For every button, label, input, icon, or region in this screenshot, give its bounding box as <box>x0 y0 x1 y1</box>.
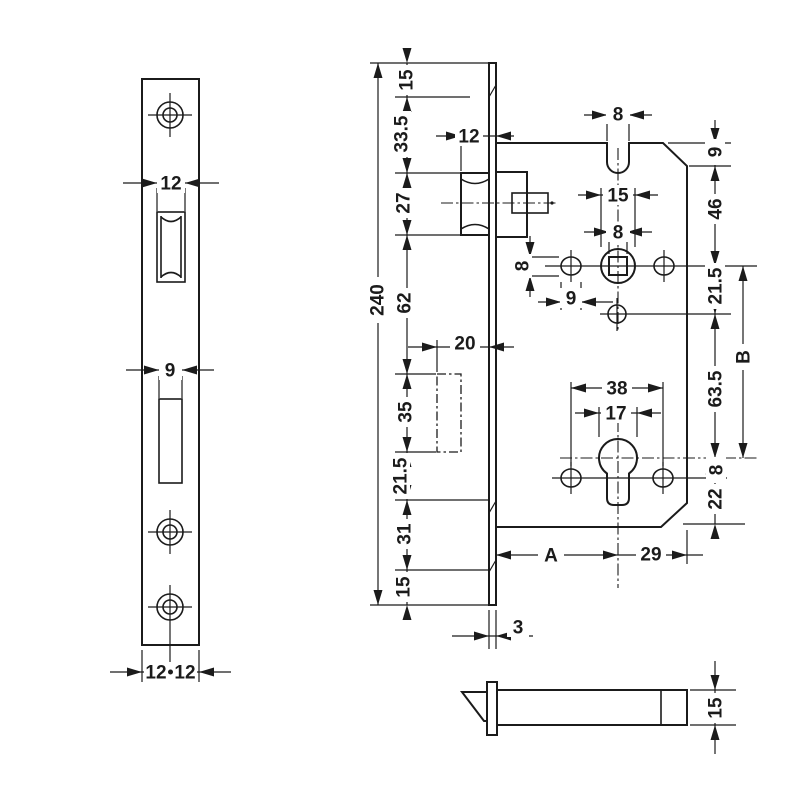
dim-label: 8 <box>513 261 534 272</box>
dim-cylinder-hole-span: 38 <box>570 378 664 466</box>
dim-oval-hole-height: 8 <box>512 236 559 297</box>
dim-label: 46 <box>706 198 727 219</box>
dim-label: 33.5 <box>392 115 413 152</box>
dim-latch-height: 15 <box>690 661 736 754</box>
dim-label: 8 <box>613 223 624 244</box>
dim-chain-right: 9 46 21.5 63.5 8 22 B <box>668 120 755 539</box>
lock-case-outline <box>495 142 688 528</box>
dim-label: 29 <box>640 545 661 566</box>
dim-label: 31 <box>395 523 416 545</box>
screw-hole-bottom <box>148 585 192 629</box>
faceplate-front-view: 12 9 12 12 <box>110 78 231 684</box>
dim-label: 8 <box>613 105 624 126</box>
dim-label: 38 <box>606 379 627 400</box>
latch-bevel <box>459 691 487 722</box>
dim-label: 63.5 <box>706 370 727 407</box>
dim-top-slot: 8 <box>584 104 652 141</box>
deadbolt-cutout <box>158 398 183 484</box>
dim-label: 15 <box>397 69 418 91</box>
dim-latch-cutout-width: 12 <box>123 173 219 211</box>
dim-label-overall-height: 240 <box>368 284 389 316</box>
dim-label: 8 <box>707 465 728 476</box>
dim-oval-hole-width: 9 <box>538 282 613 310</box>
latch-bolt-side-view: 15 <box>459 661 736 754</box>
dim-label: 9 <box>706 147 727 158</box>
dim-label: 15 <box>394 576 415 598</box>
fixing-hole-left <box>560 250 582 282</box>
dim-bolt-throw: 20 <box>408 333 514 372</box>
dim-latch-protrusion: 12 <box>436 126 514 171</box>
dim-label: 17 <box>605 404 626 425</box>
dim-label: 12 <box>160 174 181 195</box>
latch-bolt <box>441 171 556 238</box>
dim-label: 3 <box>513 618 524 639</box>
dim-label: 22 <box>706 488 727 509</box>
dim-bolt-cutout-width: 9 <box>126 360 214 398</box>
dim-label: 12 <box>174 663 195 684</box>
dim-label: 27 <box>394 192 415 213</box>
dim-backset: A <box>496 545 618 567</box>
dim-plate-width: 12 12 <box>110 629 231 684</box>
dim-case-right: 29 <box>618 530 703 566</box>
dim-follower-diameter: 15 <box>578 185 658 247</box>
dim-chain-left: 240 15 33.5 27 62 35 21.5 <box>367 48 489 620</box>
fixing-hole-right <box>653 250 675 282</box>
dim-label: 20 <box>454 334 475 355</box>
dim-label: 12 <box>458 127 479 148</box>
dim-label: 35 <box>396 401 417 423</box>
screw-hole-middle <box>148 510 192 554</box>
dim-label-center-distance: B <box>734 350 755 364</box>
dim-label: 21.5 <box>706 267 727 304</box>
dim-label: 62 <box>395 292 416 313</box>
latch-cutout <box>156 211 186 283</box>
faceplate-edge <box>488 62 497 606</box>
dim-label: 15 <box>706 697 727 719</box>
dim-label: 21.5 <box>391 457 412 494</box>
dim-label-backset: A <box>544 546 558 567</box>
dim-label: 9 <box>566 289 577 310</box>
dim-follower-square: 8 <box>584 222 652 254</box>
screw-hole-top <box>148 93 192 137</box>
dim-cylinder-diameter: 17 <box>575 403 661 437</box>
lock-case-side-view: 240 15 33.5 27 62 35 21.5 <box>367 48 757 649</box>
dim-label: 12 <box>145 663 166 684</box>
deadbolt-phantom <box>436 373 462 453</box>
dim-label: 9 <box>165 361 176 382</box>
aux-hole <box>600 298 731 331</box>
dim-plate-thickness: 3 <box>452 610 533 649</box>
dim-label: 15 <box>607 186 629 207</box>
